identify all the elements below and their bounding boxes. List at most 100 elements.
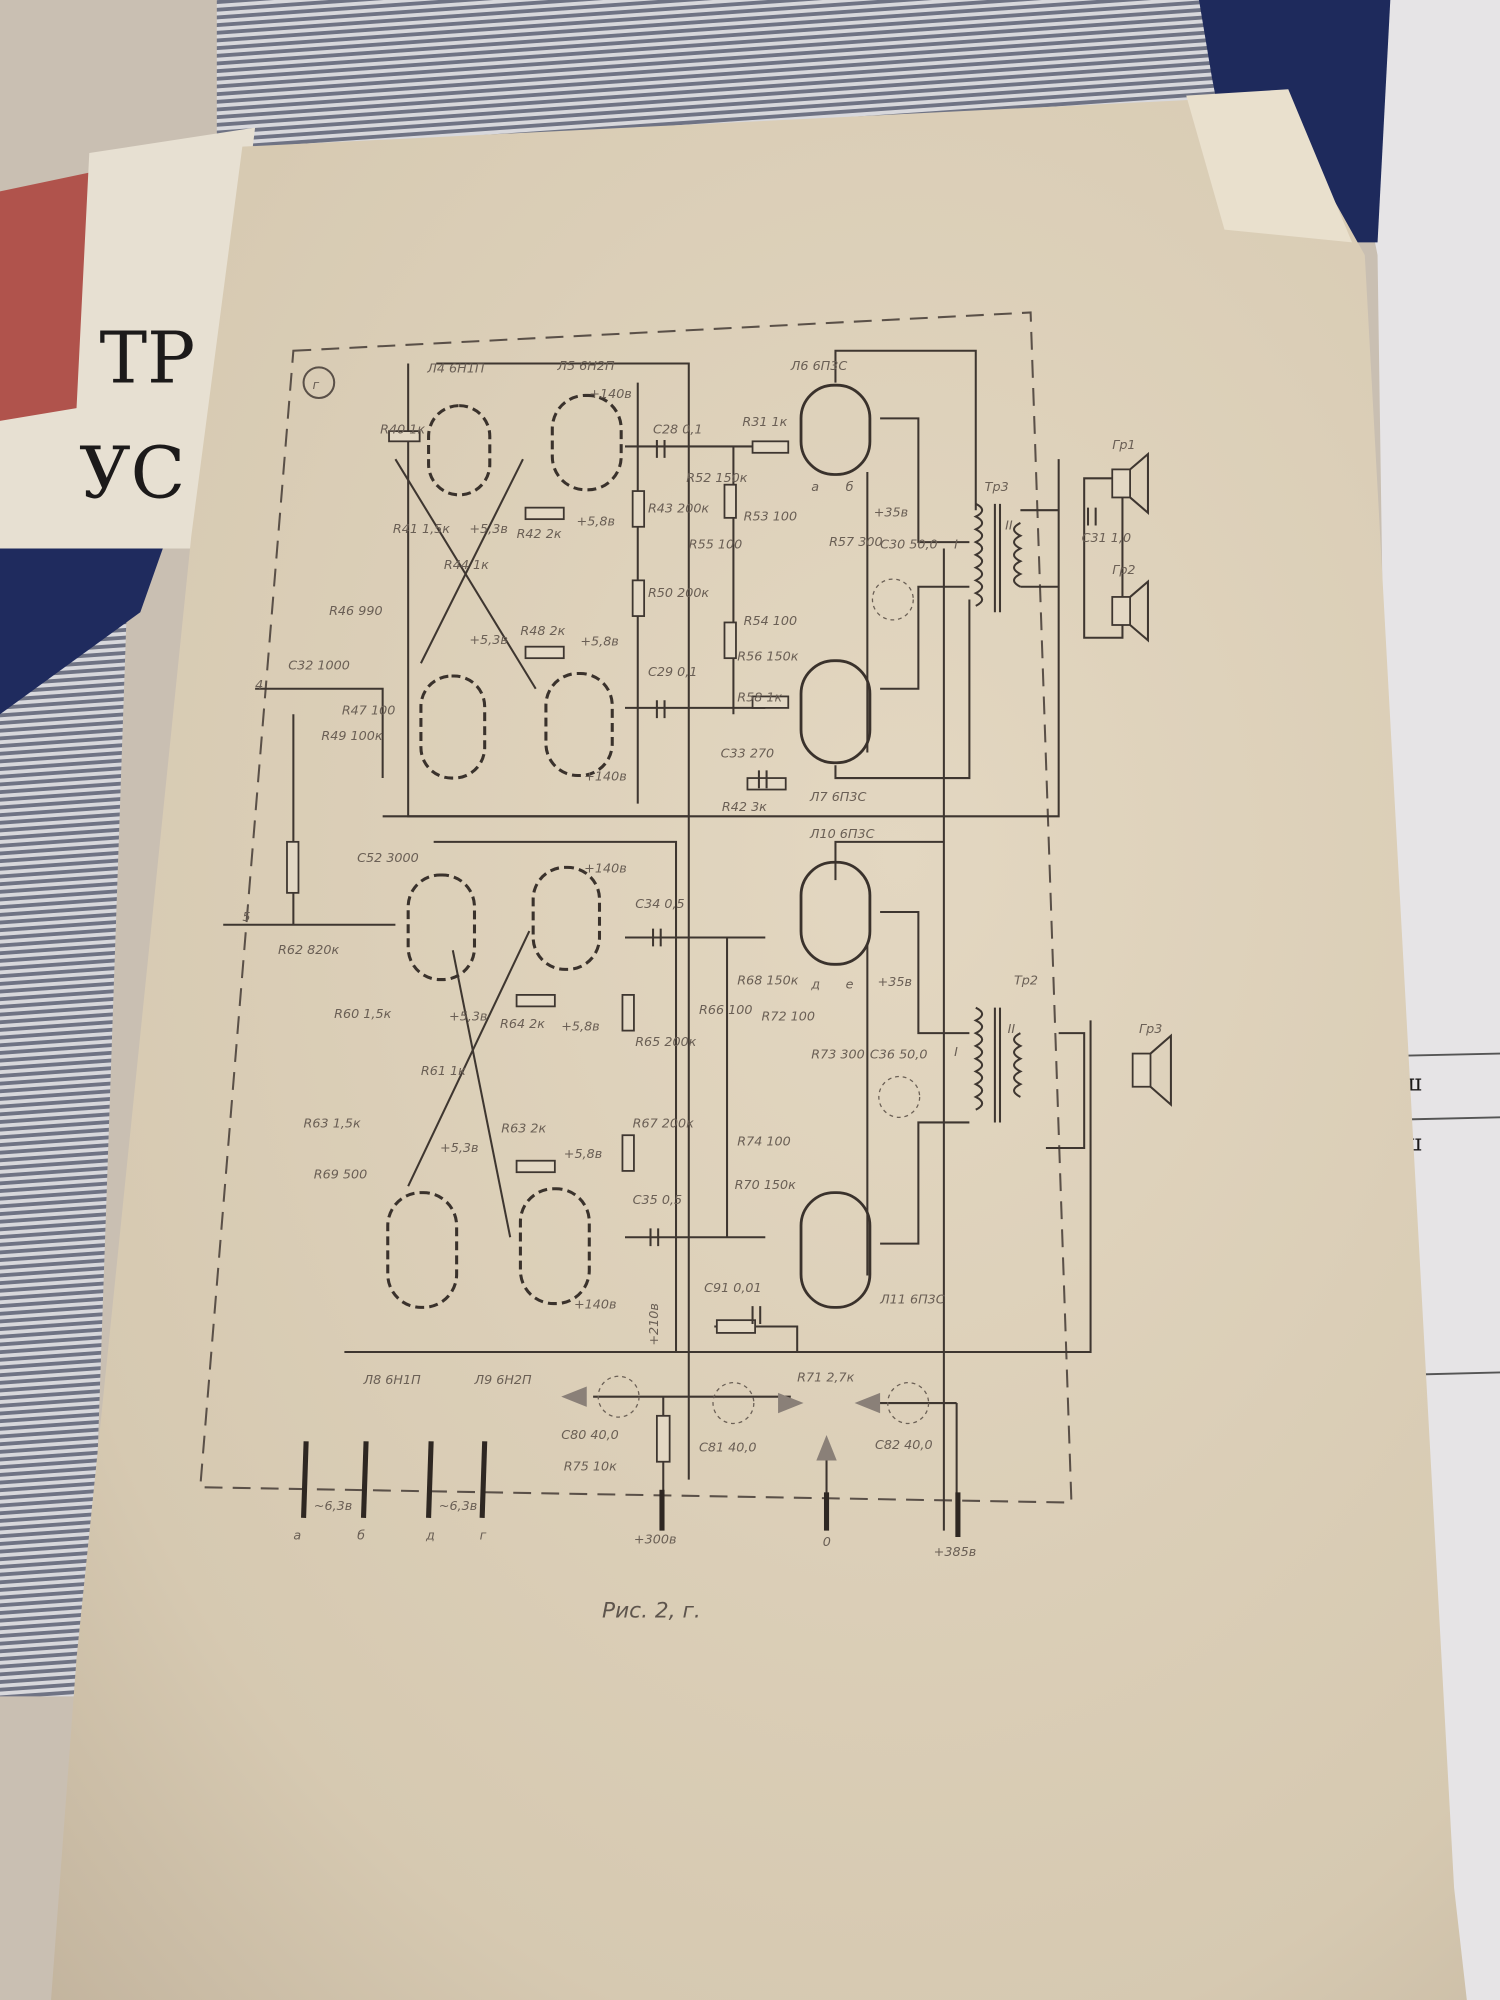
heater-label: е [846,978,854,993]
tube-label: Л7 6П3С [809,790,867,805]
heater-label: б [846,480,854,495]
component-label: R62 820к [278,943,339,958]
component-label: C28 0,1 [653,423,702,438]
component-label: C34 0,5 [635,897,684,912]
component-label: R61 1к [421,1064,466,1079]
pin-label: б [357,1529,365,1544]
component-label: R74 100 [737,1134,790,1149]
component-label: R56 150к [737,650,798,665]
speaker-gr1 [1111,451,1149,515]
input-label: 4 [255,678,263,693]
component-label: C32 1000 [288,659,350,674]
component-label: R41 1,5к [393,522,450,537]
component-label: C29 0,1 [648,665,697,680]
component-label: R47 100 [342,703,395,718]
tube-l5a [550,393,623,492]
winding-label: I [954,1045,958,1060]
component-label: R66 100 [699,1003,752,1018]
speakers [1111,451,1172,1107]
sheet-folded-corner [1186,89,1353,243]
component-label: R65 200к [635,1035,696,1050]
component-label: +35в [878,975,912,990]
tube-l10 [799,860,872,966]
component-label: +210в [647,1303,662,1346]
winding-label: II [1008,1022,1016,1037]
pin-label: г [480,1529,487,1544]
component-label: R42 2к [517,527,562,542]
tube-l4b [419,674,487,780]
tube-label: Л11 6П3С [879,1293,945,1308]
component-label: +140в [584,861,627,876]
terminal-label: +300в [634,1532,677,1547]
component-label: R75 10к [564,1460,617,1475]
transformer-tr3 [973,502,1023,613]
component-label: +5,8в [577,515,615,530]
component-label: +5,3в [469,633,507,648]
component-label: R31 1к [742,415,787,430]
component-label: R64 2к [500,1017,545,1032]
triode-tubes [386,393,623,1309]
component-label: +140в [574,1298,617,1313]
component-label: R71 2,7к [797,1370,854,1385]
transformer-tr2 [973,1006,1023,1123]
tube-label: Л10 6П3С [809,827,875,842]
capacitors [561,440,1097,1461]
tube-label: Л4 6Н1П [426,361,485,376]
component-label: R63 2к [501,1122,546,1137]
circled-letter [302,366,336,399]
component-label: +5,8в [580,634,618,649]
component-label: C81 40,0 [699,1441,757,1456]
winding-label: I [954,537,958,552]
component-label: +5,8в [561,1020,599,1035]
tube-l7 [799,659,872,765]
component-label: R70 150к [735,1178,796,1193]
component-label: +35в [874,506,908,521]
component-label: Тр3 [985,480,1009,495]
component-label: R57 300 [829,535,882,550]
component-label: Гр3 [1139,1022,1162,1037]
component-label: C30 50,0 [880,537,938,552]
component-label: C33 270 [721,747,775,762]
component-label: +5,3в [440,1141,478,1156]
tube-l8b [386,1191,459,1309]
component-label: R43 200к [648,502,709,517]
component-label: +5,3в [469,522,507,537]
component-label: R63 1,5к [304,1117,361,1132]
white-paper-right [1326,0,1500,2000]
component-label: Гр1 [1112,438,1135,453]
component-label: C91 0,01 [704,1281,762,1296]
cover-title-line2: УС [79,431,185,514]
component-label: R58 1к [737,691,782,706]
figure-caption: Рис. 2, г. [602,1598,701,1623]
terminal-label: 0 [823,1535,831,1550]
pin-label: а [293,1529,301,1544]
tube-label: Л6 6П3С [790,359,848,374]
schematic-sheet [51,95,1467,2000]
tube-l4a [427,404,492,497]
component-label: R42 3к [722,800,767,815]
tube-l5b [544,671,614,778]
circled-letter-text: г [313,378,320,393]
component-label: R68 150к [737,974,798,989]
book-cover [0,127,256,549]
connector-pins [301,1441,961,1537]
component-label: C82 40,0 [875,1438,933,1453]
heater-label: д [810,978,820,993]
pin-label: ~6,3в [314,1499,352,1514]
component-labels: R40 1к C28 0,1 R31 1к R52 150к R53 100 R… [242,387,1162,1560]
heater-label: а [811,480,819,495]
component-label: +140в [584,770,627,785]
component-label: R60 1,5к [334,1007,391,1022]
component-label: +5,8в [564,1147,602,1162]
component-label: R46 990 [329,604,382,619]
tube-l11 [799,1191,872,1309]
tube-label: Л8 6Н1П [363,1373,422,1388]
component-label: R44 1к [444,558,489,573]
tube-l8a [406,873,477,982]
pin-label: д [425,1529,435,1544]
component-label: C36 50,0 [870,1048,928,1063]
input-label: 5 [242,910,250,925]
tube-l6 [799,383,872,476]
blue-cover-left [0,503,179,715]
